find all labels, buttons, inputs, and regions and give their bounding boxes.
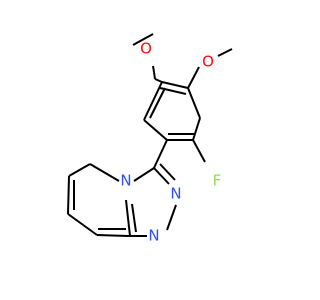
methoxy-left-group (132, 33, 163, 83)
molecule-structure: O O F N N N (67, 33, 233, 245)
nitrogen-atom-upper: N (170, 185, 181, 203)
pyridine-ring (67, 163, 131, 237)
fluorine-atom: F (213, 172, 222, 190)
nitrogen-atom-bridge: N (120, 172, 131, 190)
nitrogen-atom-lower: N (148, 227, 159, 245)
triazole-ring (125, 163, 177, 237)
oxygen-atom-left: O (140, 40, 152, 58)
methoxy-right-group (187, 48, 233, 89)
aryl-triazole-bond (153, 139, 168, 169)
phenyl-ring (143, 81, 206, 163)
oxygen-atom-right: O (202, 53, 214, 71)
